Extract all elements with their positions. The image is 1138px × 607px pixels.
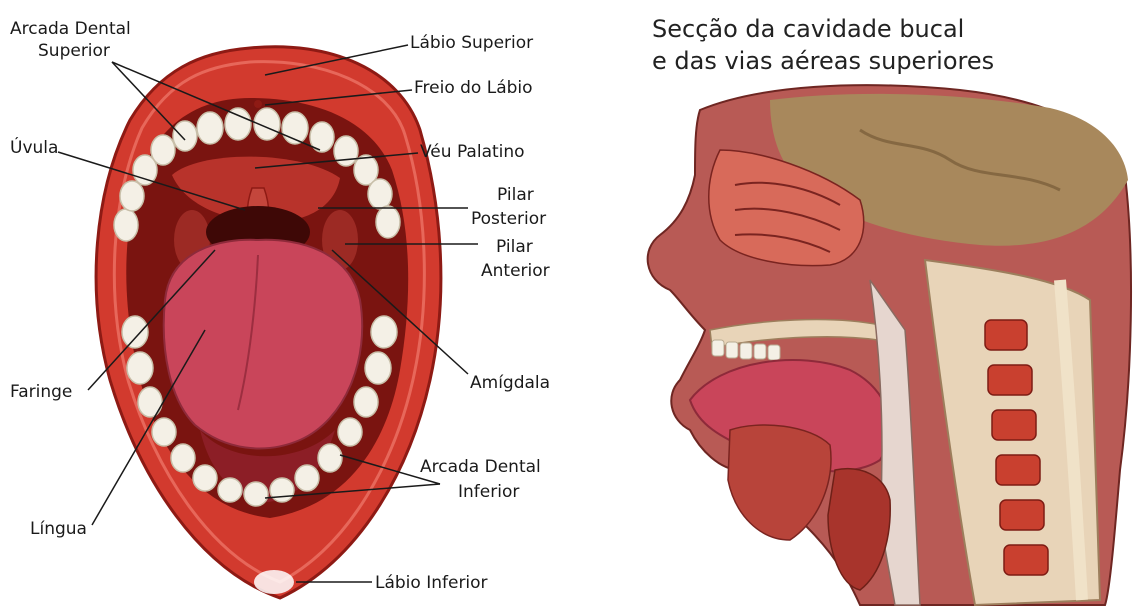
section-title-line2: e das vias aéreas superiores <box>652 46 994 76</box>
label-arcada-dental-inferior-line1: Arcada Dental <box>420 456 541 478</box>
label-uvula: Úvula <box>10 137 58 159</box>
label-pilar-anterior-line2: Anterior <box>481 260 550 282</box>
label-pilar-anterior-line1: Pilar <box>496 236 533 258</box>
label-labio-inferior: Lábio Inferior <box>375 572 488 594</box>
label-labio-superior: Lábio Superior <box>410 32 533 54</box>
label-lingua: Língua <box>30 518 87 540</box>
label-pilar-posterior-line1: Pilar <box>497 184 534 206</box>
label-amigdala: Amígdala <box>470 372 550 394</box>
label-arcada-dental-superior-line1: Arcada Dental <box>10 18 131 40</box>
label-faringe: Faringe <box>10 381 72 403</box>
label-pilar-posterior-line2: Posterior <box>471 208 546 230</box>
label-freio-do-labio: Freio do Lábio <box>414 77 533 99</box>
section-title-line1: Secção da cavidade bucal <box>652 14 964 44</box>
label-arcada-dental-superior-line2: Superior <box>38 40 110 62</box>
label-veu-palatino: Véu Palatino <box>420 141 525 163</box>
label-arcada-dental-inferior-line2: Inferior <box>458 481 519 503</box>
